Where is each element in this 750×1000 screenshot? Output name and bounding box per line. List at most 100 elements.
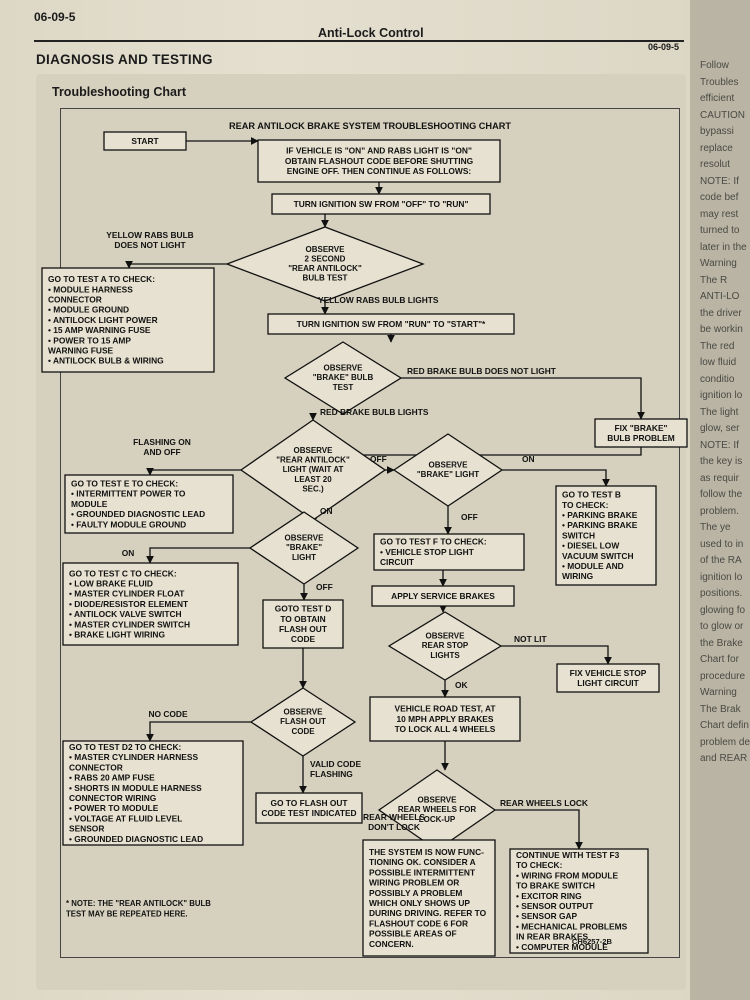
branch-label-yellow-lights: YELLOW RABS BULB LIGHTS — [318, 295, 439, 305]
right-page-text-fragment: procedure — [700, 670, 746, 682]
right-page-text-fragment: bypassi — [700, 126, 734, 137]
flow-arrow — [501, 645, 612, 665]
right-page-text-fragment: The Brak — [700, 703, 741, 715]
section-page-ref: 06-09-5 — [648, 42, 680, 52]
right-page-text-fragment: Follow — [700, 60, 729, 71]
node-text: START — [131, 136, 159, 146]
header-rule — [34, 40, 684, 42]
node-text: OBSERVE"BRAKE" LIGHT — [417, 460, 479, 479]
right-page-text-fragment: conditio — [700, 373, 735, 385]
node-text: GO TO TEST D2 TO CHECK:• MASTER CYLINDER… — [69, 742, 203, 844]
right-page-text-fragment: turned to — [700, 225, 740, 236]
node-text: TURN IGNITION SW FROM "OFF" TO "RUN" — [294, 199, 469, 209]
right-page-text-fragment: NOTE: If — [700, 175, 739, 187]
node-turn-ign-run: TURN IGNITION SW FROM "OFF" TO "RUN" — [271, 193, 491, 215]
flow-arrow — [495, 809, 583, 850]
section-heading: DIAGNOSIS AND TESTING — [36, 52, 213, 67]
branch-label-on-3: ON — [122, 548, 135, 558]
right-page-text-fragment: problem. — [700, 505, 739, 517]
right-page-text-fragment: may rest — [700, 208, 739, 220]
page-number: 06-09-5 — [34, 10, 76, 24]
right-page-text-fragment: Chart defin — [700, 720, 749, 731]
right-page-text-fragment: to glow or — [700, 621, 744, 632]
branch-label-not-lit: NOT LIT — [514, 634, 547, 644]
node-apply-service: APPLY SERVICE BRAKES — [371, 585, 515, 607]
right-page-text-fragment: problem de — [700, 736, 750, 748]
node-if-vehicle-on: IF VEHICLE IS "ON" AND RABS LIGHT IS "ON… — [257, 139, 501, 183]
right-page-text-fragment: glowing fo — [700, 604, 746, 616]
flow-arrow — [401, 377, 645, 420]
page-title: Anti-Lock Control — [318, 26, 424, 40]
flow-arrow — [125, 260, 227, 269]
branch-label-off-2: OFF — [461, 512, 478, 522]
right-page-text-fragment: CAUTION — [700, 109, 745, 121]
right-page-text-fragment: ANTI-LO — [700, 291, 740, 302]
right-page-text-fragment: replace — [700, 142, 733, 154]
right-page-text-fragment: the key is — [700, 456, 743, 467]
right-page-text-fragment: the Brake — [700, 637, 743, 649]
right-page-text-fragment: efficient — [700, 93, 735, 104]
node-fix-brake: FIX "BRAKE"BULB PROBLEM — [594, 418, 688, 448]
node-text: IF VEHICLE IS "ON" AND RABS LIGHT IS "ON… — [285, 146, 473, 176]
node-text: APPLY SERVICE BRAKES — [391, 591, 495, 601]
right-page-text-fragment: NOTE: If — [700, 439, 739, 451]
flow-arrow — [146, 467, 241, 476]
node-start: START — [103, 131, 187, 151]
node-system-ok: THE SYSTEM IS NOW FUNC-TIONING OK. CONSI… — [362, 839, 496, 957]
right-page-text-fragment: glow, ser — [700, 423, 740, 434]
right-page-text-fragment: of the RA — [700, 555, 742, 566]
branch-label-on-2: ON — [320, 506, 333, 516]
chart-frame — [60, 108, 680, 958]
right-page-text-fragment: The light — [700, 406, 739, 418]
node-text: THE SYSTEM IS NOW FUNC-TIONING OK. CONSI… — [369, 847, 487, 949]
flow-arrow — [502, 469, 610, 487]
node-text: FIX "BRAKE"BULB PROBLEM — [607, 423, 674, 443]
branch-label-off-3: OFF — [316, 582, 333, 592]
right-page-text-fragment: as requir — [700, 472, 739, 484]
troubleshooting-flowchart: START IF VEHICLE IS "ON" AND RABS LIGHT I… — [41, 121, 688, 957]
right-page-text-fragment: Troubles — [700, 76, 739, 88]
node-turn-ign-start: TURN IGNITION SW FROM "RUN" TO "START"* — [267, 313, 515, 335]
right-page-text-fragment: The R — [700, 274, 728, 286]
manual-page-left: 06-09-5 Anti-Lock Control DIAGNOSIS AND … — [0, 0, 700, 1000]
right-page-text-fragment: Warning — [700, 687, 737, 698]
right-page-text-fragment: and REAR — [700, 753, 748, 764]
node-text: TURN IGNITION SW FROM "RUN" TO "START"* — [297, 319, 486, 329]
right-page-text-fragment: Warning — [700, 258, 737, 269]
branch-label-no-code: NO CODE — [148, 709, 188, 719]
chart-title: REAR ANTILOCK BRAKE SYSTEM TROUBLESHOOTI… — [229, 121, 511, 131]
right-page-text-fragment: positions. — [700, 588, 743, 599]
figure-id: CH6257-2B — [572, 937, 613, 946]
right-page-text-fragment: resolut — [700, 159, 731, 170]
node-observe-brake-light-2: OBSERVE"BRAKE"LIGHT — [248, 511, 360, 585]
right-page-text-fragment: Chart for — [700, 654, 739, 665]
right-page-text-fragment: code bef — [700, 192, 739, 203]
